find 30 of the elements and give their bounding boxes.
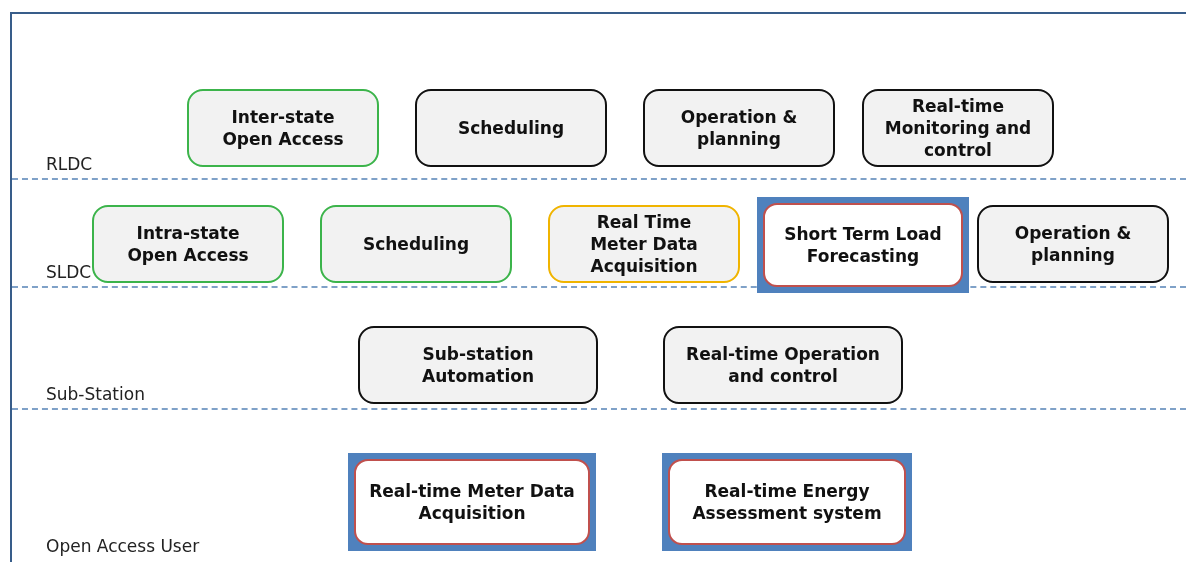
box-text: Real-time Energy Assessment system [691, 480, 883, 524]
process-box [663, 326, 903, 404]
process-box [415, 89, 607, 167]
process-box [548, 205, 740, 283]
layer-label: Open Access User [46, 536, 200, 556]
process-box [358, 326, 598, 404]
box-text: Real-time Monitoring and control [883, 95, 1033, 161]
layer-label: Sub-Station [46, 384, 145, 404]
process-box [92, 205, 284, 283]
layer-label: SLDC [46, 262, 92, 282]
layer-label: RLDC [46, 154, 93, 174]
process-box [643, 89, 835, 167]
box-text: Operation & planning [1013, 222, 1133, 266]
box-text: Operation & planning [679, 106, 799, 150]
box-text: Real Time Meter Data Acquisition [589, 211, 699, 277]
process-box [187, 89, 379, 167]
highlighted-process-box [757, 197, 969, 293]
process-box [977, 205, 1169, 283]
box-text: Short Term Load Forecasting [783, 223, 943, 267]
highlighted-process-box [662, 453, 912, 551]
box-text: Scheduling [457, 117, 565, 139]
box-text: Sub-station Automation [421, 343, 535, 387]
box-text: Scheduling [362, 233, 470, 255]
process-box [862, 89, 1054, 167]
box-text: Intra-state Open Access [126, 222, 250, 266]
box-text: Real-time Operation and control [685, 343, 881, 387]
highlighted-process-box [348, 453, 596, 551]
process-box [320, 205, 512, 283]
box-text: Inter-state Open Access [221, 106, 345, 150]
box-text: Real-time Meter Data Acquisition [368, 480, 576, 524]
